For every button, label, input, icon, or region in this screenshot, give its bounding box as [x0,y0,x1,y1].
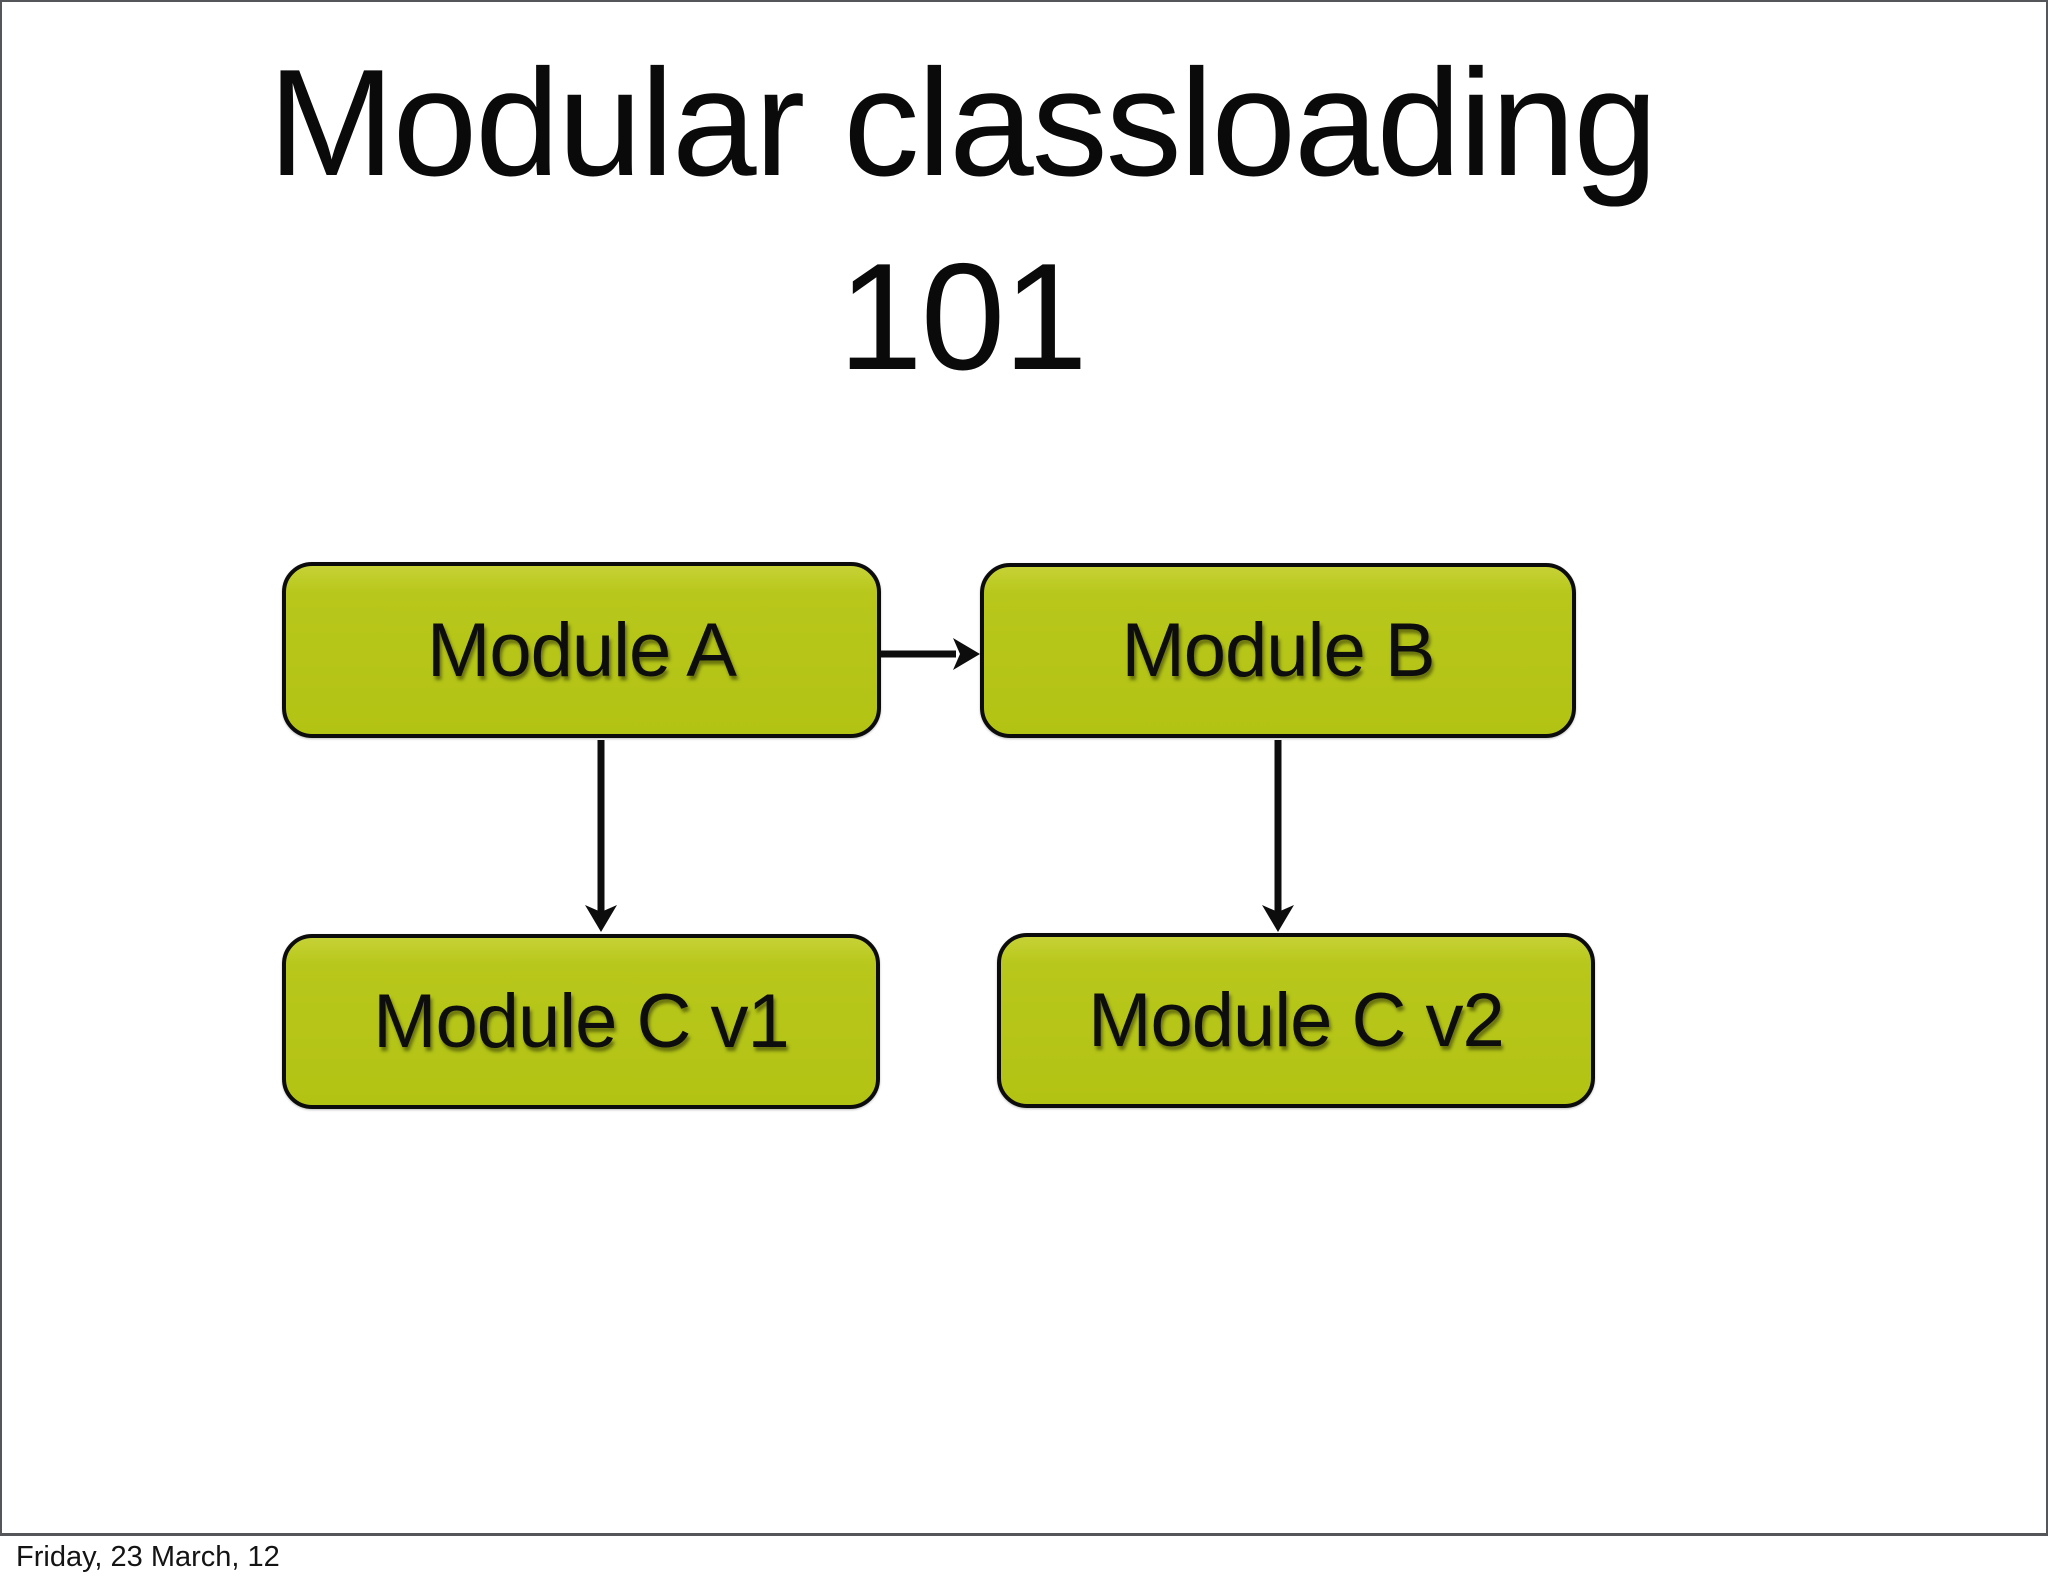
node-module-b: Module B [980,563,1576,738]
node-module-c-v1: Module C v1 [282,934,880,1109]
slide-title: Modular classloading 101 [2,26,1922,414]
node-module-b-label: Module B [1121,608,1435,693]
title-line-2: 101 [838,232,1088,402]
arrow-a-to-b [881,638,980,670]
arrow-a-to-c-v1 [585,740,617,932]
slide-frame: Modular classloading 101 Module A Module… [0,0,2048,1536]
arrow-b-to-c-v2 [1262,740,1294,932]
title-line-1: Modular classloading [268,38,1658,208]
node-module-c-v1-label: Module C v1 [373,979,790,1064]
slide-date: Friday, 23 March, 12 [16,1541,280,1573]
node-module-c-v2-label: Module C v2 [1088,978,1505,1063]
node-module-a-label: Module A [427,607,737,693]
node-module-a: Module A [282,562,881,738]
node-module-c-v2: Module C v2 [997,933,1595,1108]
